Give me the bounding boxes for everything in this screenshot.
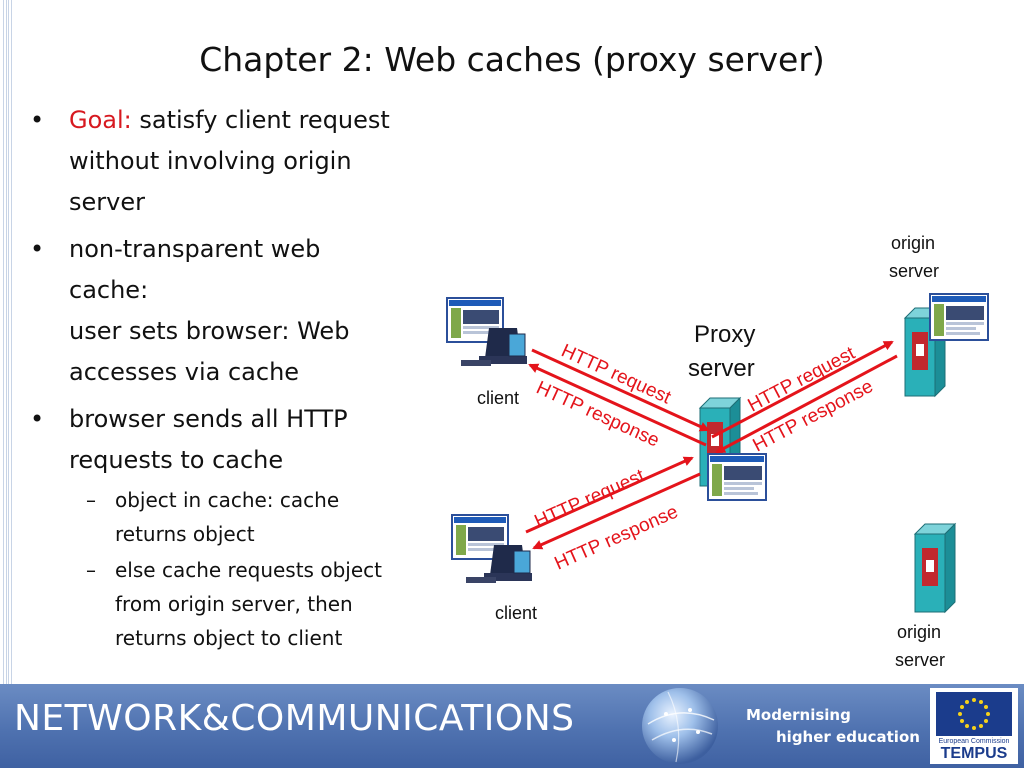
subbullet-line: object in cache: cache bbox=[115, 488, 340, 512]
tagline-line: Modernising bbox=[746, 706, 851, 724]
tagline-line: higher education bbox=[776, 728, 920, 746]
origin-label: server bbox=[895, 650, 945, 670]
subbullet-object-in-cache: – object in cache: cache returns object bbox=[28, 483, 448, 551]
origin-label: server bbox=[889, 261, 939, 281]
http-request-arrow bbox=[531, 348, 710, 432]
eu-flag-icon bbox=[936, 692, 1012, 736]
bullet-list: • Goal: satisfy client request without i… bbox=[28, 100, 448, 655]
bullet-line: user sets browser: Web bbox=[69, 317, 350, 345]
proxy-label: Proxy bbox=[694, 321, 755, 348]
left-edge-decoration bbox=[0, 0, 14, 684]
bullet-dot-icon: • bbox=[30, 235, 45, 263]
bullet-line: accesses via cache bbox=[69, 358, 300, 386]
bullet-line: requests to cache bbox=[69, 446, 284, 474]
client-computer-icon bbox=[446, 297, 528, 367]
footer-band: NETWORK&COMMUNICATIONS Modernising highe… bbox=[0, 684, 1024, 768]
tempus-logo: European Commission TEMPUS bbox=[930, 688, 1018, 764]
http-response-arrow bbox=[532, 472, 701, 550]
http-response-arrow bbox=[715, 354, 898, 454]
subbullet-else-cache: – else cache requests object from origin… bbox=[28, 553, 448, 655]
proxy-browser-icon bbox=[707, 453, 767, 501]
tempus-label: TEMPUS bbox=[940, 745, 1008, 762]
origin-server-icon bbox=[914, 523, 956, 613]
subbullet-line: from origin server, then bbox=[115, 592, 353, 616]
origin-browser-icon bbox=[929, 293, 989, 341]
proxy-cache-diagram: client client Proxy server origin server… bbox=[446, 233, 989, 670]
slide-title: Chapter 2: Web caches (proxy server) bbox=[199, 40, 825, 79]
bullet-line: server bbox=[69, 188, 145, 216]
bullet-line: non-transparent web bbox=[69, 235, 321, 263]
bullet-browser-sends: • browser sends all HTTP requests to cac… bbox=[28, 399, 448, 481]
proxy-label: server bbox=[688, 355, 755, 382]
bullet-line: without involving origin bbox=[69, 147, 352, 175]
bullet-non-transparent: • non-transparent web cache: user sets b… bbox=[28, 229, 448, 393]
origin-label: origin bbox=[897, 622, 941, 642]
client-computer-icon bbox=[451, 514, 533, 584]
bullet-dot-icon: • bbox=[30, 106, 45, 134]
origin-label: origin bbox=[891, 233, 935, 253]
dash-icon: – bbox=[86, 558, 96, 582]
http-request-arrow bbox=[525, 456, 694, 534]
footer-title: NETWORK&COMMUNICATIONS bbox=[14, 698, 575, 739]
client-label: client bbox=[495, 603, 537, 623]
subbullet-line: else cache requests object bbox=[115, 558, 382, 582]
ec-label: European Commission bbox=[938, 738, 1010, 745]
bullet-line: Goal: satisfy client request bbox=[69, 106, 390, 134]
bullet-goal: • Goal: satisfy client request without i… bbox=[28, 100, 448, 223]
bullet-dot-icon: • bbox=[30, 405, 45, 433]
bullet-line: cache: bbox=[69, 276, 149, 304]
subbullet-line: returns object to client bbox=[115, 626, 343, 650]
tagline: Modernising higher education bbox=[746, 704, 920, 748]
bullet-line: browser sends all HTTP bbox=[69, 405, 348, 433]
http-request-arrow bbox=[711, 340, 894, 439]
goal-label: Goal: bbox=[69, 106, 132, 134]
http-response-arrow bbox=[528, 363, 707, 447]
globe-icon bbox=[642, 688, 718, 764]
subbullet-line: returns object bbox=[115, 522, 255, 546]
client-label: client bbox=[477, 388, 519, 408]
dash-icon: – bbox=[86, 488, 96, 512]
